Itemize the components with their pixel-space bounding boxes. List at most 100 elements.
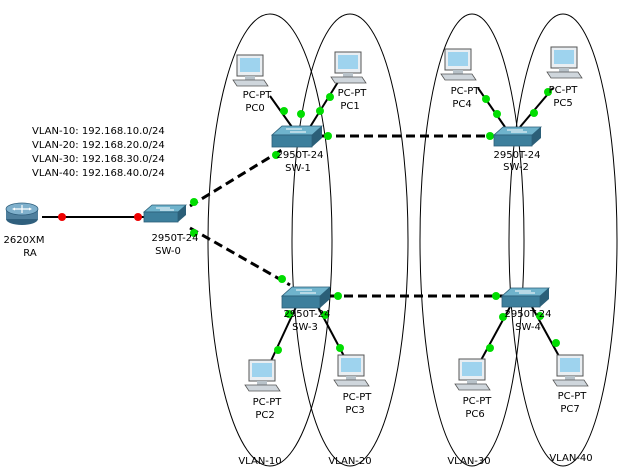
link-light-ra [58, 213, 66, 221]
pc-name-label: PC4 [452, 99, 471, 110]
pc-icon [244, 359, 281, 392]
switch-name-label: SW-0 [155, 246, 181, 257]
pc-model-label: PC-PT [253, 397, 283, 408]
link-light [486, 344, 494, 352]
pc-icon [454, 358, 491, 391]
link-sw0-sw3 [189, 226, 291, 287]
vlan-40-zone [508, 13, 618, 467]
switch-name-label: SW-3 [292, 322, 318, 333]
switch-name-label: SW-4 [515, 322, 541, 333]
switch-name-label: SW-1 [285, 163, 311, 174]
pc-pc3[interactable]: PC-PT PC3 [333, 354, 373, 416]
link-light [552, 339, 560, 347]
pc-model-label: PC-PT [343, 392, 373, 403]
router-name-label: RA [23, 248, 37, 259]
pc-name-label: PC7 [560, 404, 579, 415]
switch-icon [270, 125, 324, 148]
switch-model-label: 2950T-24 [277, 150, 324, 161]
link-light [297, 110, 305, 118]
pc-pc4[interactable]: PC-PT PC4 [440, 48, 481, 110]
link-light [316, 107, 324, 115]
pc-model-label: PC-PT [549, 85, 579, 96]
pc-name-label: PC0 [245, 103, 264, 114]
link-light [324, 132, 332, 140]
switch-model-label: 2950T-24 [494, 150, 541, 161]
pc-model-label: PC-PT [451, 86, 481, 97]
link-light [326, 93, 334, 101]
pc-name-label: PC6 [465, 409, 484, 420]
vlan-subnet-note: VLAN-10: 192.168.10.0/24 VLAN-20: 192.16… [32, 126, 165, 179]
pc-icon [232, 54, 269, 87]
link-sw1-pc1 [309, 81, 339, 128]
switch-sw4[interactable]: 2950T-24 SW-4 [500, 287, 552, 333]
router-ra[interactable]: 2620XM RA [4, 202, 45, 259]
pc-pc6[interactable]: PC-PT PC6 [454, 358, 493, 420]
link-light [492, 292, 500, 300]
link-light-sw0-router [134, 213, 142, 221]
vlan-label: VLAN-20 [328, 456, 371, 467]
link-light [321, 311, 329, 319]
pc-model-label: PC-PT [338, 88, 368, 99]
pc-icon [552, 354, 589, 387]
link-light [280, 107, 288, 115]
pc-name-label: PC2 [255, 410, 274, 421]
vlan-label: VLAN-30 [447, 456, 490, 467]
pc-icon [546, 46, 583, 79]
switch-sw3[interactable]: 2950T-24 SW-3 [280, 286, 332, 333]
switch-sw0[interactable]: 2950T-24 SW-0 [142, 204, 199, 257]
switch-model-label: 2950T-24 [284, 309, 331, 320]
switch-name-label: SW-2 [503, 162, 529, 173]
vlan-label: VLAN-40 [549, 453, 592, 464]
switch-model-label: 2950T-24 [152, 233, 199, 244]
switch-icon [280, 286, 332, 309]
link-sw0-sw1 [189, 146, 286, 208]
note-line: VLAN-10: 192.168.10.0/24 [32, 126, 165, 137]
pc-pc5[interactable]: PC-PT PC5 [546, 46, 583, 109]
note-line: VLAN-30: 192.168.30.0/24 [32, 154, 165, 165]
link-light [530, 109, 538, 117]
link-light [486, 132, 494, 140]
link-sw2-pc4 [477, 87, 506, 128]
pc-pc0[interactable]: PC-PT PC0 [232, 54, 272, 114]
note-line: VLAN-40: 192.168.40.0/24 [32, 168, 165, 179]
link-light [285, 310, 293, 318]
pc-pc2[interactable]: PC-PT PC2 [244, 359, 283, 421]
pc-name-label: PC5 [553, 98, 572, 109]
link-light [493, 110, 501, 118]
link-light [278, 275, 286, 283]
switch-icon [142, 204, 188, 223]
pc-icon [440, 48, 477, 81]
link-light [544, 88, 552, 96]
link-light [190, 229, 198, 237]
switch-sw1[interactable]: 2950T-24 SW-1 [270, 125, 324, 174]
link-light [272, 151, 280, 159]
vlan-30-zone [419, 13, 525, 467]
vlan-labels: VLAN-10 VLAN-20 VLAN-30 VLAN-40 [238, 453, 592, 467]
links [42, 81, 561, 364]
pc-icon [330, 51, 367, 84]
link-light [482, 95, 490, 103]
pc-model-label: PC-PT [558, 391, 588, 402]
vlan-10-zone [207, 13, 333, 467]
link-light [499, 313, 507, 321]
pc-name-label: PC1 [340, 101, 359, 112]
pc-pc1[interactable]: PC-PT PC1 [330, 51, 368, 112]
link-light [274, 346, 282, 354]
switch-icon [500, 287, 551, 308]
router-model-label: 2620XM [4, 235, 45, 246]
link-light [334, 292, 342, 300]
vlan-20-zone [291, 13, 409, 467]
vlan-zones [207, 13, 618, 467]
switch-icon [492, 126, 543, 147]
link-lights [58, 88, 560, 354]
link-light [190, 198, 198, 206]
switch-model-label: 2950T-24 [505, 309, 552, 320]
pc-pc7[interactable]: PC-PT PC7 [552, 354, 589, 415]
router-icon [5, 202, 39, 225]
note-line: VLAN-20: 192.168.20.0/24 [32, 140, 165, 151]
switch-sw2[interactable]: 2950T-24 SW-2 [492, 126, 543, 173]
vlan-label: VLAN-10 [238, 456, 281, 467]
link-light [336, 344, 344, 352]
pc-model-label: PC-PT [463, 396, 493, 407]
